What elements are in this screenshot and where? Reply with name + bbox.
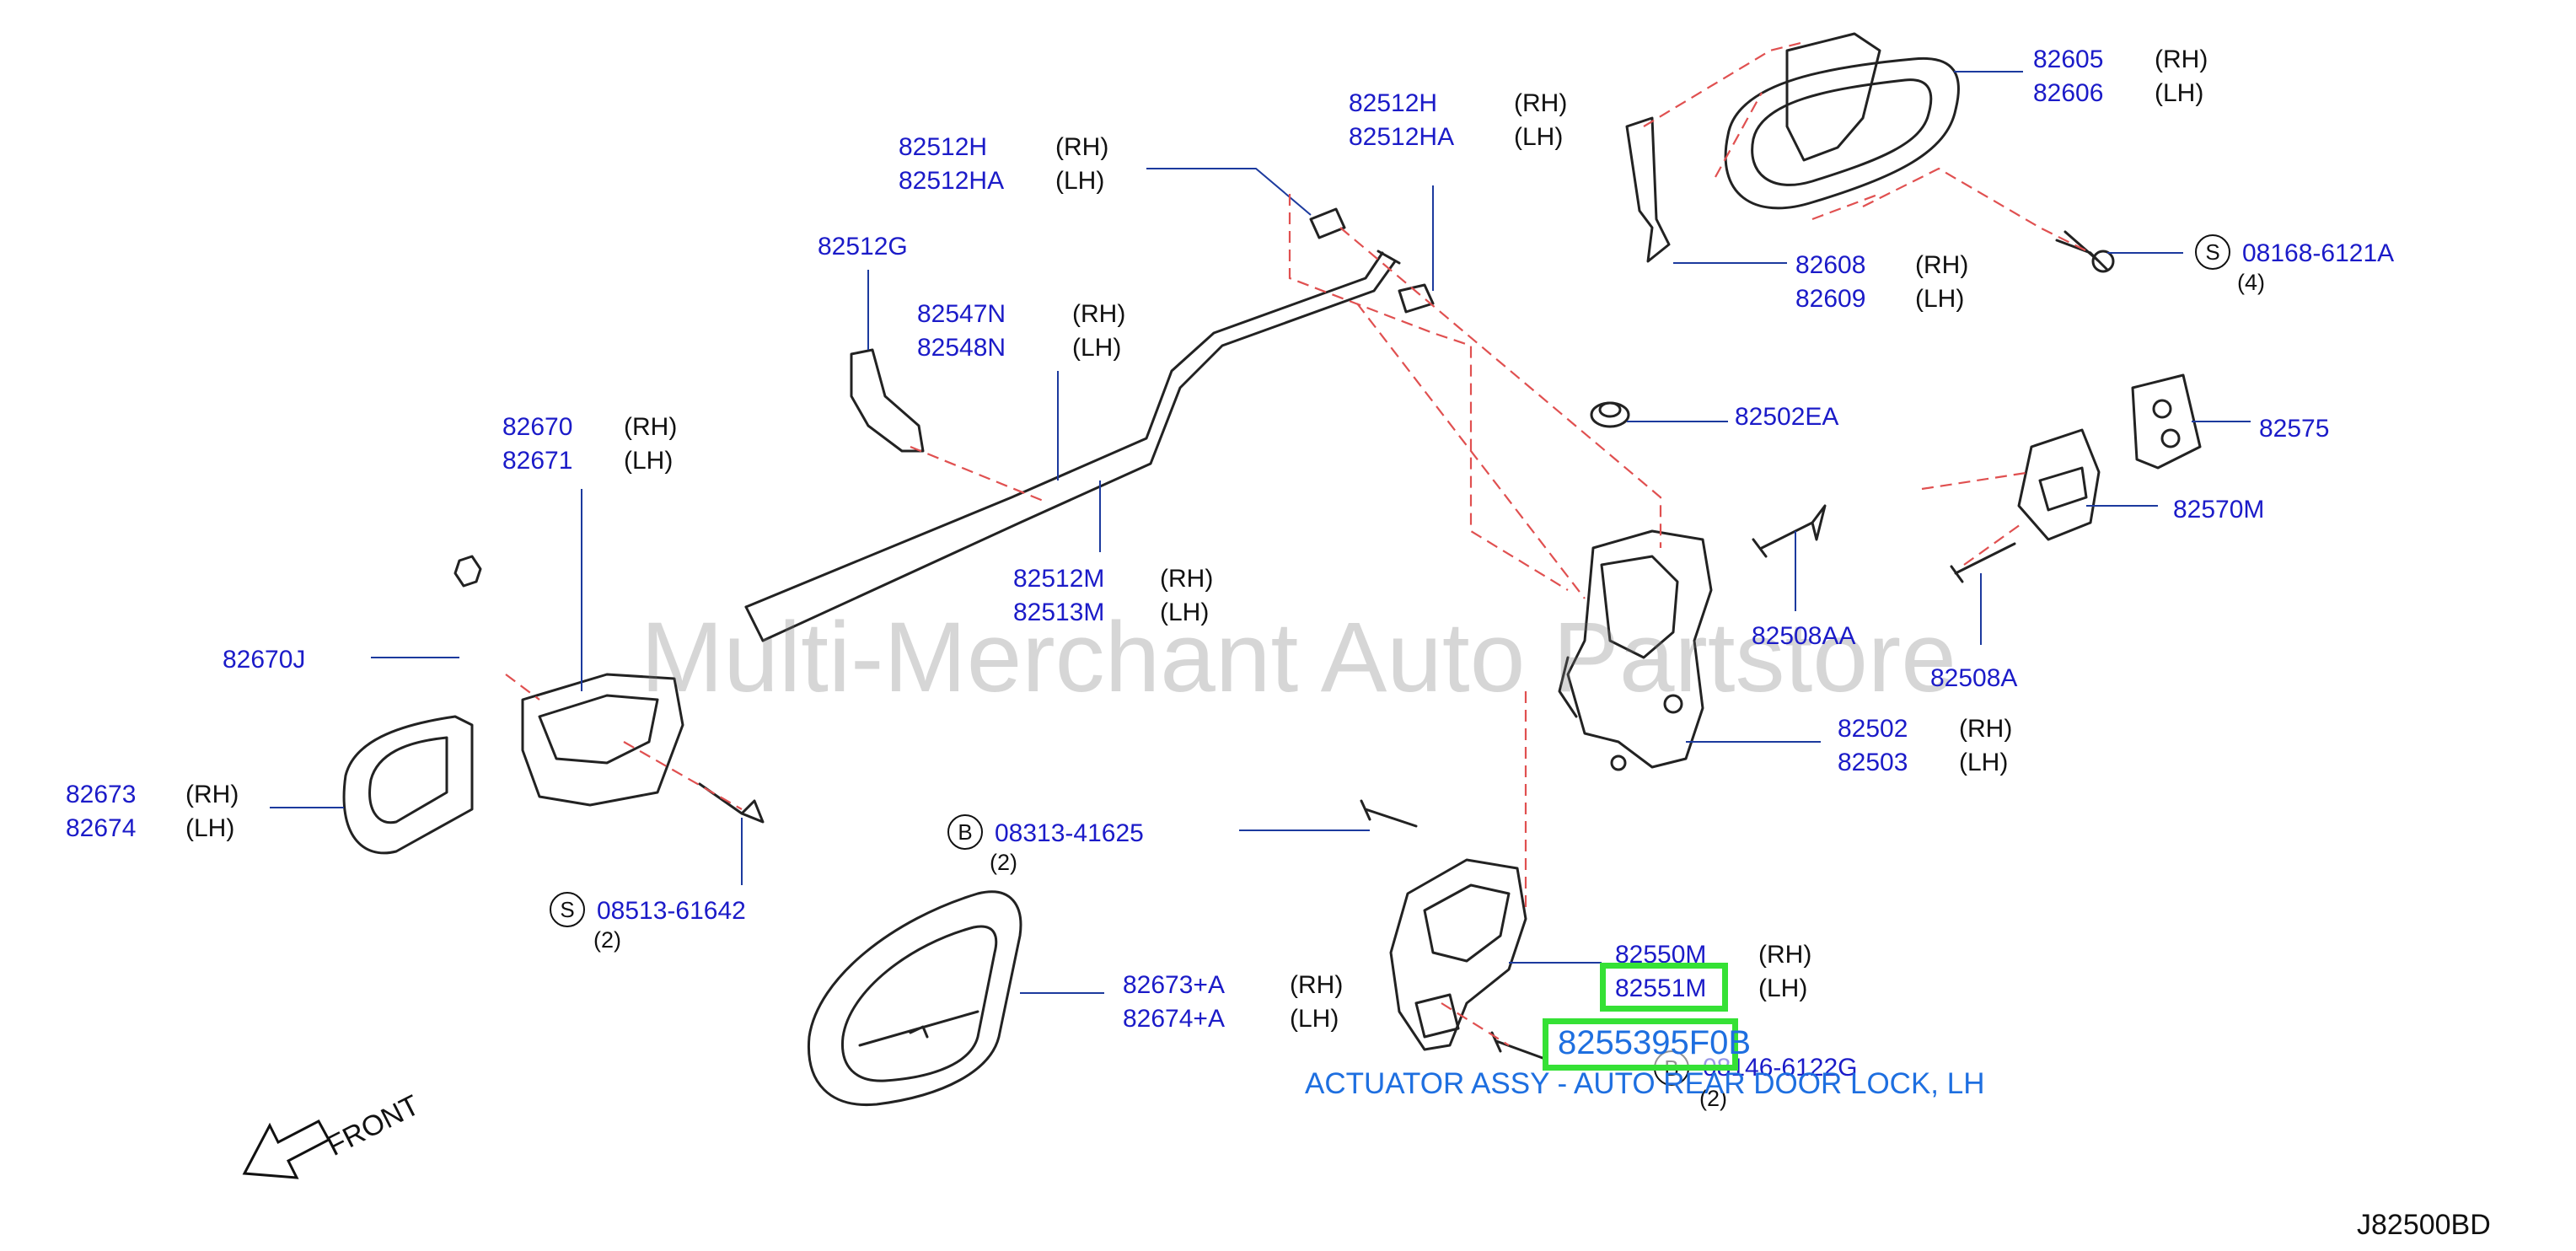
callout-part-number[interactable]: 08313-41625 — [995, 819, 1144, 847]
callout-side: (RH) — [185, 781, 239, 808]
callout-side: (RH) — [1290, 971, 1344, 999]
callout-side: (RH) — [1959, 715, 2013, 743]
callout-quantity: (2) — [1699, 1086, 1727, 1111]
large-escutcheon-drawing — [807, 890, 1022, 1107]
actuator-drawing — [1389, 858, 1527, 1051]
callout-part-number[interactable]: 82548N — [917, 334, 1006, 362]
escutcheon-drawing — [342, 715, 474, 855]
callout-side: (LH) — [185, 814, 235, 842]
callout-part-number[interactable]: 82547N — [917, 300, 1006, 328]
callout-part-number[interactable]: 82609 — [1795, 285, 1866, 313]
callout-side: (LH) — [1055, 167, 1105, 195]
callout-side: (RH) — [1758, 941, 1812, 969]
callout-side: (RH) — [1072, 300, 1126, 328]
callout-part-number[interactable]: 82671 — [502, 447, 573, 475]
lock-rod-drawing — [744, 251, 1384, 609]
callout-side: (LH) — [1160, 599, 1210, 626]
callout-part-number[interactable]: 82670 — [502, 413, 573, 441]
callout-part-number[interactable]: 82502 — [1838, 715, 1908, 743]
callout-quantity: (4) — [2237, 270, 2265, 295]
callout-part-number[interactable]: 82570M — [2173, 496, 2265, 523]
callout-part-number[interactable]: 82674 — [66, 814, 137, 842]
watermark: Multi-Merchant Auto Partstore — [641, 602, 1956, 713]
callout-part-number[interactable]: 82606 — [2033, 79, 2104, 107]
callout-part-number[interactable]: 08168-6121A — [2242, 239, 2395, 267]
callout-side: (RH) — [1160, 565, 1214, 593]
callout-part-number[interactable]: 82670J — [223, 646, 306, 674]
callout-part-number[interactable]: 82512H — [899, 133, 988, 161]
callout-part-number[interactable]: 82508A — [1930, 664, 2018, 692]
callout-part-number[interactable]: 82502EA — [1735, 403, 1839, 431]
callout-side: (RH) — [624, 413, 678, 441]
callout-side: (LH) — [1915, 285, 1965, 313]
shim-drawing — [2131, 373, 2202, 470]
callout-side: (RH) — [2155, 46, 2208, 73]
callout-side: (LH) — [1758, 974, 1808, 1002]
callout-side: (LH) — [1514, 123, 1564, 151]
callout-side: (LH) — [624, 447, 674, 475]
callout-side: (RH) — [1055, 133, 1109, 161]
callout-side: (LH) — [1290, 1005, 1339, 1033]
callout-part-number[interactable]: 82575 — [2259, 415, 2330, 443]
callout-part-number[interactable]: 82512HA — [899, 167, 1005, 195]
highlight-box-part — [1543, 1018, 1738, 1071]
striker-drawing — [2017, 428, 2101, 541]
callout-part-number[interactable]: 82512H — [1349, 89, 1438, 117]
hardware-circle-s: S — [2195, 234, 2230, 270]
highlight-box-82551m — [1600, 963, 1728, 1012]
callout-part-number[interactable]: 82512G — [818, 233, 908, 260]
callout-side: (LH) — [1959, 749, 2009, 776]
highlighted-part-number[interactable]: 8255395F0B — [1558, 1024, 1752, 1061]
callout-side: (RH) — [1915, 251, 1969, 279]
inside-handle-drawing — [521, 673, 684, 807]
callout-quantity: (2) — [990, 850, 1017, 875]
callout-side: (LH) — [2155, 79, 2204, 107]
callout-quantity: (2) — [593, 927, 621, 953]
diagram-code: J82500BD — [2357, 1209, 2491, 1241]
callout-part-number[interactable]: 82503 — [1838, 749, 1908, 776]
callout-part-number[interactable]: 82673 — [66, 781, 137, 808]
highlighted-part-description: ACTUATOR ASSY - AUTO REAR DOOR LOCK, LH — [1305, 1067, 1985, 1100]
callout-part-number[interactable]: 82605 — [2033, 46, 2104, 73]
callout-part-number[interactable]: 82512M — [1013, 565, 1105, 593]
callout-part-number[interactable]: 82551M — [1615, 974, 1707, 1002]
door-lock-drawing — [1566, 529, 1713, 769]
outside-handle-drawing — [1724, 56, 1960, 210]
callout-part-number[interactable]: 82512HA — [1349, 123, 1455, 151]
grommet-drawing — [1590, 401, 1630, 428]
callout-part-number[interactable]: 82673+A — [1123, 971, 1225, 999]
hardware-circle-b: B — [947, 814, 983, 850]
callout-side: (LH) — [1072, 334, 1122, 362]
callout-side: (RH) — [1514, 89, 1568, 117]
callout-part-number[interactable]: 08513-61642 — [597, 897, 746, 925]
rod-clip-drawing — [1309, 207, 1346, 239]
hardware-circle-s: S — [550, 892, 585, 927]
callout-part-number[interactable]: 82513M — [1013, 599, 1105, 626]
front-arrow-icon — [242, 1119, 331, 1179]
callout-part-number[interactable]: 82674+A — [1123, 1005, 1225, 1033]
callout-part-number[interactable]: 82608 — [1795, 251, 1866, 279]
callout-part-number[interactable]: 82508AA — [1752, 622, 1856, 650]
